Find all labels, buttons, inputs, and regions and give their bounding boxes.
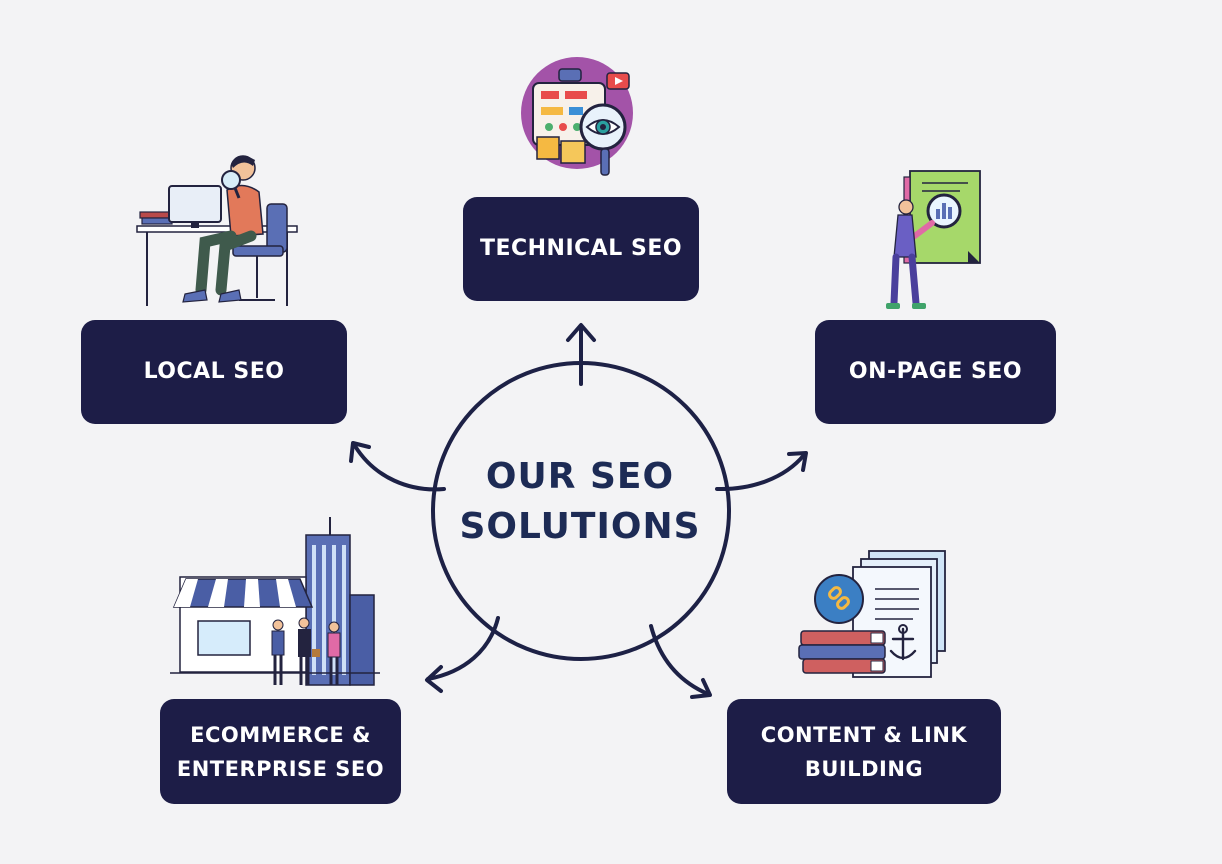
local-seo-box: LOCAL SEO [81, 320, 347, 424]
on-page-seo-label: ON-PAGE SEO [848, 359, 1023, 384]
arrowhead-technical [566, 323, 596, 342]
content-label-line1: CONTENT & LINK [760, 722, 968, 747]
person-at-desk-magnifier-icon [136, 155, 298, 306]
arrowhead-content [690, 678, 712, 699]
books-link-documents-anchor-icon [798, 550, 946, 678]
local-seo-label: LOCAL SEO [143, 359, 285, 384]
center-title-line1: OUR SEO [485, 456, 675, 497]
center-title-line2: SOLUTIONS [459, 506, 701, 547]
center-title: OUR SEO SOLUTIONS [430, 452, 730, 572]
technical-seo-box: TECHNICAL SEO [463, 197, 699, 301]
arrowhead-onpage [787, 451, 808, 472]
content-link-building-box: CONTENT & LINK BUILDING [727, 699, 1001, 804]
content-label-line2: BUILDING [804, 756, 924, 781]
person-with-report-magnifier-icon [886, 170, 981, 309]
arrow-ecommerce [426, 616, 500, 681]
arrow-local [353, 444, 446, 492]
storefront-skyscraper-people-icon [170, 517, 380, 686]
ecommerce-enterprise-seo-box: ECOMMERCE & ENTERPRISE SEO [160, 699, 401, 804]
ecommerce-label-line2: ENTERPRISE SEO [176, 756, 385, 781]
ecommerce-label-line1: ECOMMERCE & [190, 722, 371, 747]
arrowhead-ecommerce [425, 665, 443, 693]
arrow-content [649, 624, 710, 696]
arrowhead-local [349, 441, 371, 463]
dashboard-eye-magnifier-icon [521, 57, 633, 176]
arrow-onpage [715, 453, 806, 492]
technical-seo-label: TECHNICAL SEO [479, 236, 683, 261]
on-page-seo-box: ON-PAGE SEO [815, 320, 1056, 424]
